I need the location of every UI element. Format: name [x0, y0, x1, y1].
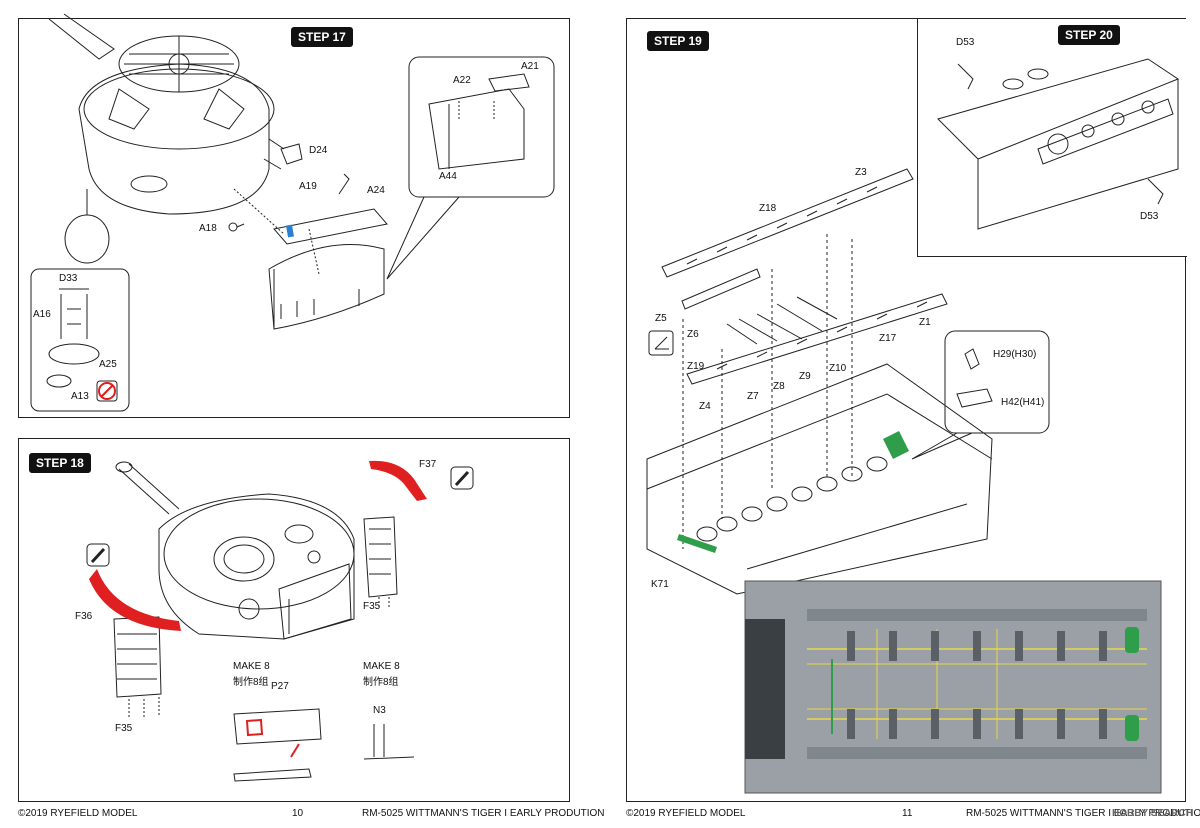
step20-tag: STEP 20: [1058, 25, 1120, 45]
label-z6: Z6: [687, 329, 699, 340]
label-z1: Z1: [919, 317, 931, 328]
make-right-cn: 制作8组: [363, 677, 399, 688]
label-z9: Z9: [799, 371, 811, 382]
label-d33: D33: [59, 273, 78, 284]
make-left-en: MAKE 8: [233, 661, 270, 672]
label-k71: K71: [651, 579, 669, 590]
step20-drawing: [937, 58, 1180, 230]
label-d53-bottom: D53: [1140, 211, 1159, 222]
right-footer-copyright: ©2019 RYEFIELD MODEL: [626, 808, 746, 819]
left-footer-copyright: ©2019 RYEFIELD MODEL: [18, 808, 138, 819]
left-footer-title: RM-5025 WITTMANN'S TIGER I EARLY PRODUTI…: [362, 808, 605, 819]
step17-turret-drawing: [30, 13, 555, 412]
label-f36: F36: [75, 611, 93, 622]
right-footer-page-number: 11: [902, 808, 913, 819]
label-z19: Z19: [687, 361, 705, 372]
label-d53-top: D53: [956, 37, 975, 48]
label-z8: Z8: [773, 381, 785, 392]
label-a25: A25: [99, 359, 117, 370]
label-a44: A44: [439, 171, 457, 182]
label-z17: Z17: [879, 333, 897, 344]
left-footer-page-number: 10: [292, 808, 304, 819]
label-z4: Z4: [699, 401, 711, 412]
label-a16: A16: [33, 309, 51, 320]
label-a18: A18: [199, 223, 217, 234]
step18-turret-drawing: [86, 460, 474, 782]
step19-tag: STEP 19: [647, 31, 709, 51]
label-z18: Z18: [759, 203, 777, 214]
label-h29-h30: H29(H30): [993, 349, 1037, 360]
label-z7: Z7: [747, 391, 759, 402]
label-f35-left: F35: [115, 723, 133, 734]
label-f37: F37: [419, 459, 437, 470]
make-right-en: MAKE 8: [363, 661, 400, 672]
label-z10: Z10: [829, 363, 847, 374]
label-a19: A19: [299, 181, 317, 192]
label-p27: P27: [271, 681, 289, 692]
step20-panel: STEP 20 D53 D53: [917, 19, 1187, 257]
step19-hull-drawing: [646, 168, 1162, 794]
label-a21: A21: [521, 61, 539, 72]
hobby-search-watermark: HOBBY SEARCH: [1112, 808, 1193, 819]
make-left-cn: 制作8组: [233, 677, 269, 688]
label-f35-right: F35: [363, 601, 381, 612]
label-d24: D24: [309, 145, 328, 156]
right-footer-title: RM-5025 WITTMANN'S TIGER I EARLY PRODUTI…: [966, 808, 1200, 819]
label-a22: A22: [453, 75, 471, 86]
label-a13: A13: [71, 391, 89, 402]
label-z3: Z3: [855, 167, 867, 178]
label-a24: A24: [367, 185, 385, 196]
step17-panel: STEP 17: [18, 13, 570, 418]
label-z5: Z5: [655, 313, 667, 324]
step19-panel: STEP 19: [626, 18, 1187, 802]
label-n3: N3: [373, 705, 386, 716]
step17-tag: STEP 17: [291, 27, 353, 47]
label-h42-h41: H42(H41): [1001, 397, 1045, 408]
step18-tag: STEP 18: [29, 453, 91, 473]
step18-panel: STEP 18: [18, 438, 570, 802]
